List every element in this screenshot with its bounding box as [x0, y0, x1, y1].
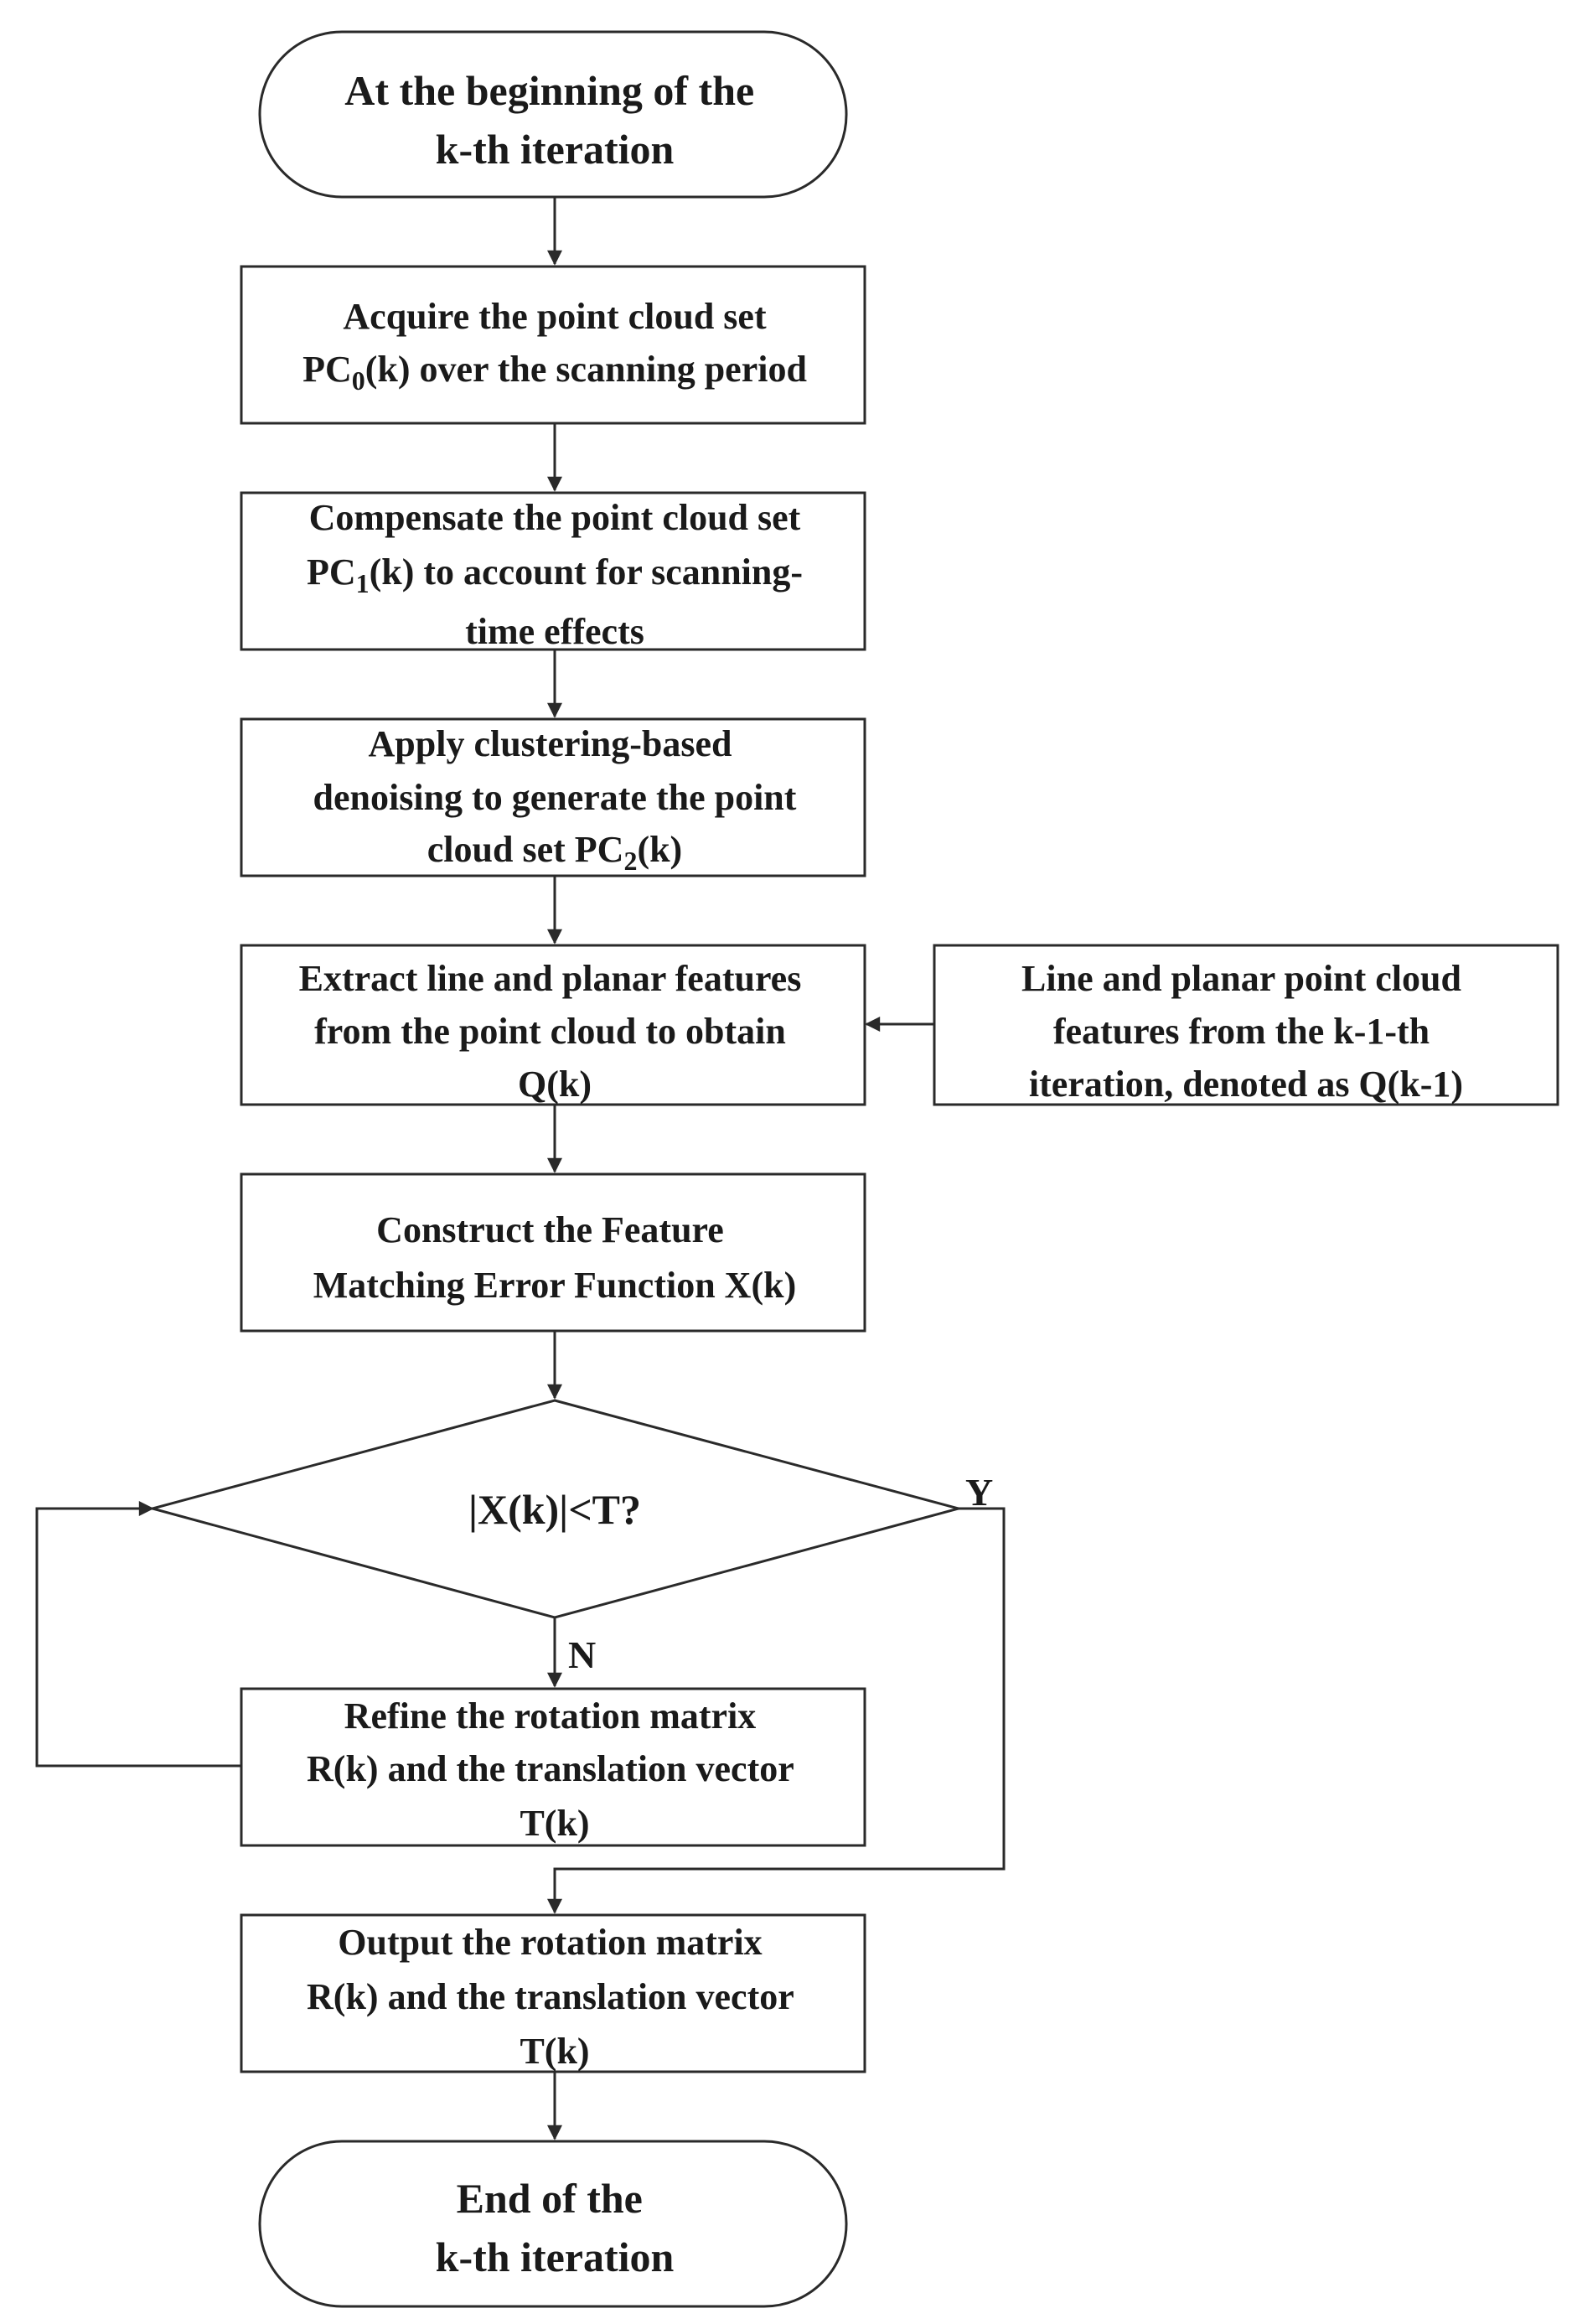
output-line-2: R(k) and the translation vector: [307, 1976, 794, 2017]
denoise-line-3: cloud set PC2(k): [427, 829, 682, 876]
decision-text: |X(k)|<T?: [468, 1486, 641, 1533]
refine-line-3: T(k): [520, 1803, 589, 1844]
denoise-line-1: Apply clustering-based: [369, 723, 732, 764]
end-terminal: End of the k-th iteration: [258, 2140, 848, 2308]
svg-text:Apply clustering-based d: Apply clustering-based denoising to gene…: [313, 723, 797, 818]
construct-line-2: Matching Error Function X(k): [313, 1265, 796, 1306]
extract-step: Extract line and planar features from th…: [240, 944, 866, 1106]
refine-line-1: Refine the rotation matrix: [344, 1695, 757, 1737]
start-line-2: k-th iteration: [436, 126, 675, 173]
svg-text:Refine the rotation matrix: Refine the rotation matrix R(k) and the …: [307, 1695, 803, 1844]
denoise-step: Apply clustering-based denoising to gene…: [240, 717, 866, 877]
edges: [35, 197, 1006, 2140]
compensate-line-1: Compensate the point cloud set: [309, 497, 801, 538]
denoise-line-2: denoising to generate the point: [313, 777, 797, 818]
output-step: Output the rotation matrix R(k) and the …: [240, 1913, 866, 2073]
extract-line-1: Extract line and planar features: [299, 958, 802, 999]
edge-refine-loop-back: [35, 1501, 241, 1768]
construct-step: Construct the Feature Matching Error Fun…: [240, 1172, 866, 1333]
decision-diamond: |X(k)|<T?: [147, 1399, 964, 1619]
extract-line-3: Q(k): [518, 1064, 592, 1105]
compensate-step: Compensate the point cloud set PC1(k) to…: [240, 491, 866, 652]
end-line-2: k-th iteration: [436, 2233, 675, 2280]
acquire-line-1: Acquire the point cloud set: [343, 296, 767, 337]
previous-line-2: features from the k-1-th: [1053, 1011, 1430, 1052]
refine-line-2: R(k) and the translation vector: [307, 1748, 794, 1789]
start-line-1: At the beginning of the: [344, 67, 754, 114]
construct-line-1: Construct the Feature: [376, 1209, 724, 1250]
svg-text:Acquire the point cloud set: Acquire the point cloud set: [343, 296, 767, 337]
svg-text:Compensate the point cloud set: Compensate the point cloud set: [309, 497, 801, 538]
svg-text:At the beginning of the: At the beginning of the k-th iteration: [344, 67, 764, 173]
yes-label: Y: [965, 1471, 993, 1514]
svg-text:Construct the Feature Ma: Construct the Feature Matching Error Fun…: [313, 1209, 796, 1306]
output-line-3: T(k): [520, 2031, 589, 2072]
svg-text:time effects: time effects: [465, 611, 644, 652]
acquire-step: Acquire the point cloud set PC0(k) over …: [240, 265, 866, 425]
acquire-line-2: PC0(k) over the scanning period: [302, 349, 807, 396]
compensate-line-3: time effects: [465, 611, 644, 652]
svg-text:Line and planar point cloud: Line and planar point cloud features fro…: [1021, 958, 1471, 1105]
svg-text:Extract line and planar featur: Extract line and planar features from th…: [299, 958, 811, 1105]
edge-decision-output-yes: [547, 1507, 1006, 1914]
no-label: N: [568, 1633, 596, 1676]
extract-line-2: from the point cloud to obtain: [314, 1011, 786, 1052]
compensate-line-2: PC1(k) to account for scanning-: [307, 551, 803, 598]
output-line-1: Output the rotation matrix: [338, 1922, 762, 1963]
refine-step: Refine the rotation matrix R(k) and the …: [240, 1687, 866, 1847]
svg-text:Output the rotation matrix: Output the rotation matrix R(k) and the …: [307, 1922, 803, 2072]
previous-features-box: Line and planar point cloud features fro…: [933, 944, 1559, 1106]
previous-line-3: iteration, denoted as Q(k-1): [1029, 1064, 1463, 1105]
start-terminal: At the beginning of the k-th iteration: [258, 30, 848, 199]
end-line-1: End of the: [457, 2175, 643, 2222]
svg-text:End of the k-th iteratio: End of the k-th iteration: [436, 2175, 675, 2280]
previous-line-1: Line and planar point cloud: [1021, 958, 1461, 999]
